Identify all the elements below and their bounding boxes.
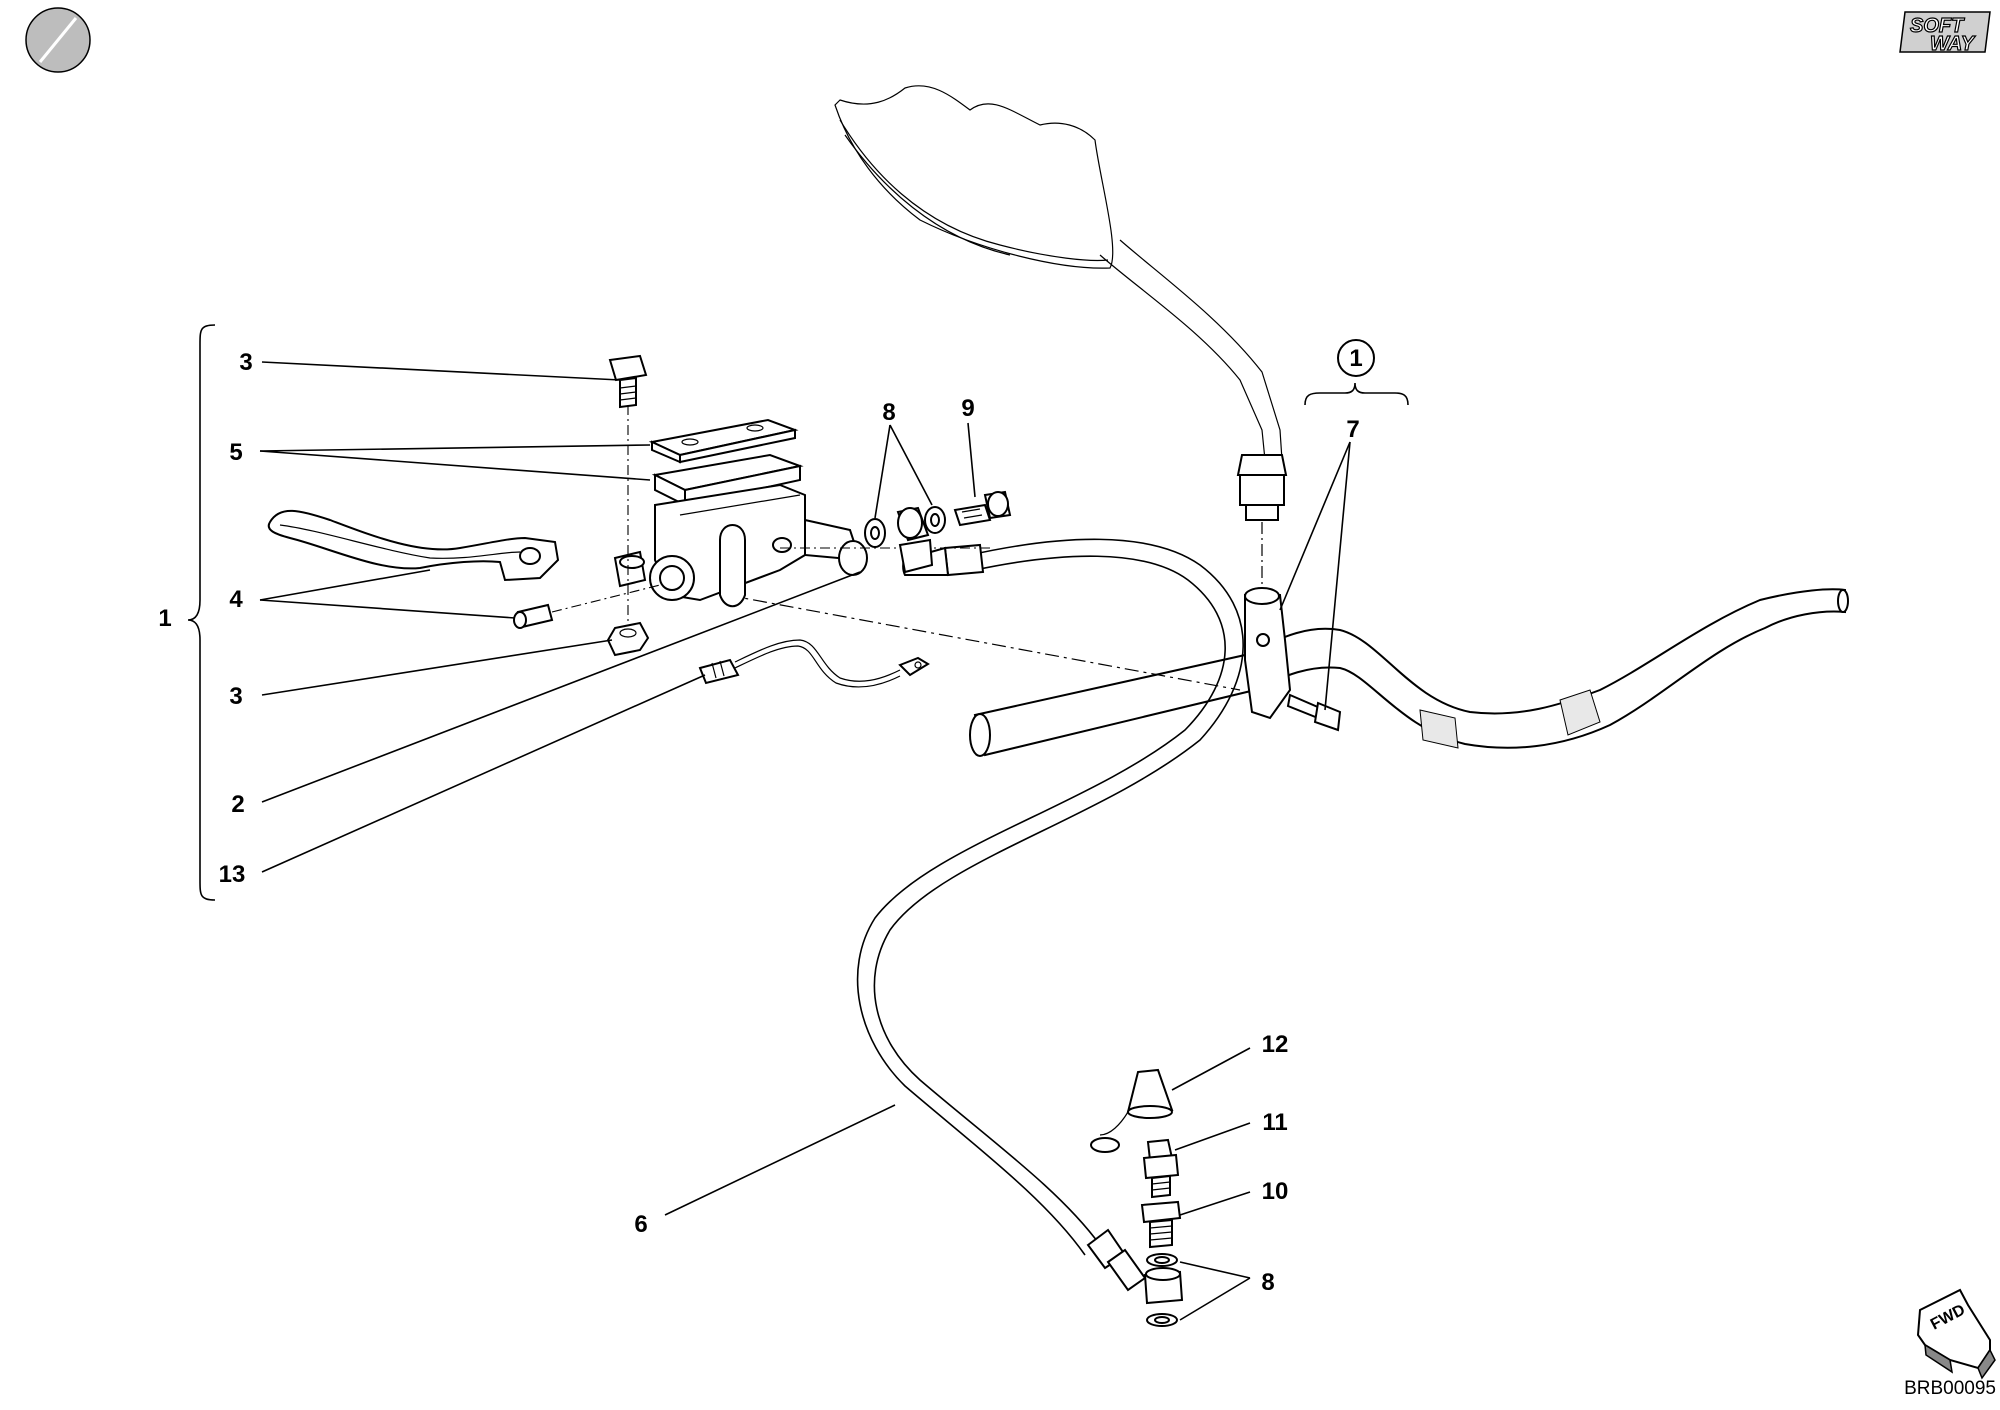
master-cylinder-drawing bbox=[513, 354, 990, 657]
callout-11: 11 bbox=[1262, 1109, 1287, 1136]
callout-7: 7 bbox=[1346, 416, 1359, 443]
lever-drawing bbox=[267, 509, 560, 582]
callout-6: 6 bbox=[634, 1211, 647, 1238]
clutch-hose-drawing bbox=[856, 538, 1244, 1292]
corner-badge-icon bbox=[25, 7, 91, 73]
softway-logo-icon: SOFT WAY bbox=[1899, 11, 1991, 56]
callout-1: 1 bbox=[158, 605, 171, 632]
callout-10: 10 bbox=[1262, 1178, 1289, 1205]
callout-2: 2 bbox=[231, 791, 244, 818]
callout-9: 9 bbox=[961, 395, 974, 422]
group-brace-top bbox=[1304, 382, 1409, 406]
switch-wire-drawing bbox=[698, 639, 930, 688]
callout-12: 12 bbox=[1262, 1031, 1289, 1058]
callout-8-bottom: 8 bbox=[1261, 1269, 1274, 1296]
drawing-code: BRB00095 bbox=[1904, 1378, 1996, 1399]
mirror-drawing bbox=[834, 85, 1288, 521]
group-brace-left bbox=[187, 324, 216, 901]
callout-4: 4 bbox=[229, 586, 243, 613]
callout-3-top: 3 bbox=[239, 349, 252, 376]
banjo-fitting-upper-drawing bbox=[864, 490, 1012, 574]
callout-8-top: 8 bbox=[882, 399, 895, 426]
fwd-arrow-icon: FWD bbox=[1916, 1288, 1996, 1380]
handlebar-drawing bbox=[969, 588, 1849, 757]
callout-13: 13 bbox=[219, 861, 246, 888]
callout-3-bottom: 3 bbox=[229, 683, 242, 710]
logo-line1: SOFT bbox=[1910, 15, 1965, 37]
logo-line2: WAY bbox=[1930, 33, 1976, 55]
group-marker-label: 1 bbox=[1349, 345, 1362, 372]
bleeder-parts-drawing bbox=[1090, 1068, 1184, 1327]
callout-5: 5 bbox=[229, 439, 242, 466]
clamp-drawing bbox=[1244, 587, 1342, 732]
leader-lines bbox=[259, 361, 1351, 1321]
group-marker-circle bbox=[1337, 339, 1375, 377]
